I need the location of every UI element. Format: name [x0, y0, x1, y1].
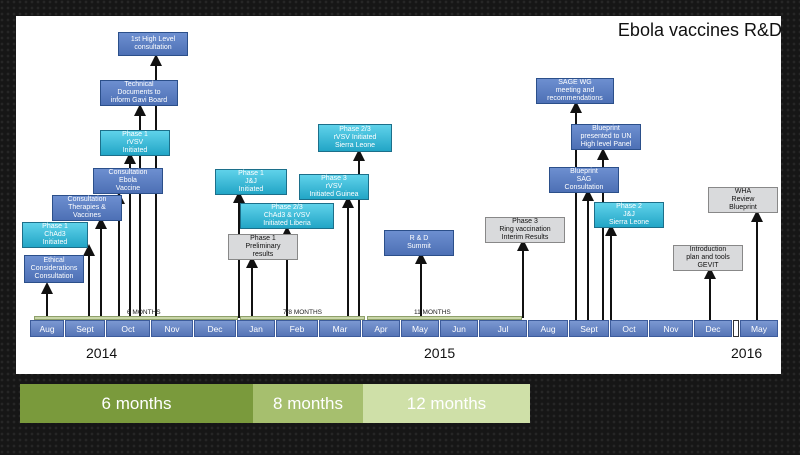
span-bar-11-months — [367, 316, 522, 320]
event-blueprint-un-panel: Blueprint presented to UN High level Pan… — [571, 124, 641, 150]
month-sept-2014: Sept — [65, 320, 105, 337]
event-consultation-therapies: Consultation Therapies & Vaccines — [52, 195, 122, 221]
month-dec-2014: Dec — [194, 320, 236, 337]
event-wha-review: WHA Review Blueprint — [708, 187, 778, 213]
event-phase2-jj-sierra-leone: Phase 2 J&J Sierra Leone — [594, 202, 664, 228]
month-nov-2015: Nov — [649, 320, 693, 337]
year-2014: 2014 — [86, 345, 118, 361]
month-feb-2015: Feb — [276, 320, 318, 337]
month-aug-2015: Aug — [528, 320, 568, 337]
span-label-6-months: 6 MONTHS — [127, 309, 161, 316]
event-phase1-rvsv: Phase 1 rVSV Initiated — [100, 130, 170, 156]
event-first-high-level: 1st High Level consultation — [118, 32, 188, 56]
event-blueprint-sag: Blueprint SAG Consultation — [549, 167, 619, 193]
legend-12-months: 12 months — [363, 384, 530, 423]
month-jun-2015: Jun — [440, 320, 478, 337]
month-aug-2014: Aug — [30, 320, 64, 337]
event-consultation-ebola-vaccine: Consultation Ebola Vaccine — [93, 168, 163, 194]
month-dec-2015: Dec — [694, 320, 732, 337]
event-phase23-sierra-leone: Phase 2/3 rVSV Initiated Sierra Leone — [318, 124, 392, 152]
event-phase1-chad3: Phase 1 ChAd3 Initiated — [22, 222, 88, 248]
month-jul-2015: Jul — [479, 320, 527, 337]
span-bar-8-months — [240, 316, 365, 320]
year-2015: 2015 — [424, 345, 456, 361]
month-jan-2015: Jan — [237, 320, 275, 337]
legend-8-months: 8 months — [253, 384, 363, 423]
span-bar-6-months — [34, 316, 238, 320]
event-rd-summit: R & D Summit — [384, 230, 454, 256]
event-phase1-jj: Phase 1 J&J Initiated — [215, 169, 287, 195]
event-phase1-preliminary: Phase 1 Preliminary results — [228, 234, 298, 260]
legend-6-months: 6 months — [20, 384, 253, 423]
month-mar-2015: Mar — [319, 320, 361, 337]
span-label-11-months: 11 MONTHS — [414, 309, 451, 316]
event-sage-wg: SAGE WG meeting and recommendations — [536, 78, 614, 104]
slide-canvas — [16, 16, 781, 374]
month-nov-2014: Nov — [151, 320, 193, 337]
month-may-2016: May — [740, 320, 778, 337]
event-phase3-ring-vaccination: Phase 3 Ring vaccination Interim Results — [485, 217, 565, 243]
year-2016: 2016 — [731, 345, 763, 361]
timeline-break — [733, 320, 739, 337]
month-oct-2014: Oct — [106, 320, 150, 337]
event-technical-documents: Technical Documents to inform Gavi Board — [100, 80, 178, 106]
slide-title: Ebola vaccines R&D — [617, 20, 782, 40]
month-sept-2015: Sept — [569, 320, 609, 337]
event-phase3-guinea: Phase 3 rVSV Initiated Guinea — [299, 174, 369, 200]
event-introduction-gevit: Introduction plan and tools GEVIT — [673, 245, 743, 271]
event-phase23-liberia: Phase 2/3 ChAd3 & rVSV Initiated Liberia — [240, 203, 334, 229]
event-ethical-considerations: Ethical Considerations Consultation — [24, 255, 84, 283]
month-apr-2015: Apr — [362, 320, 400, 337]
month-may-2015: May — [401, 320, 439, 337]
span-label-8-months: 7/8 MONTHS — [283, 309, 323, 316]
month-oct-2015: Oct — [610, 320, 648, 337]
